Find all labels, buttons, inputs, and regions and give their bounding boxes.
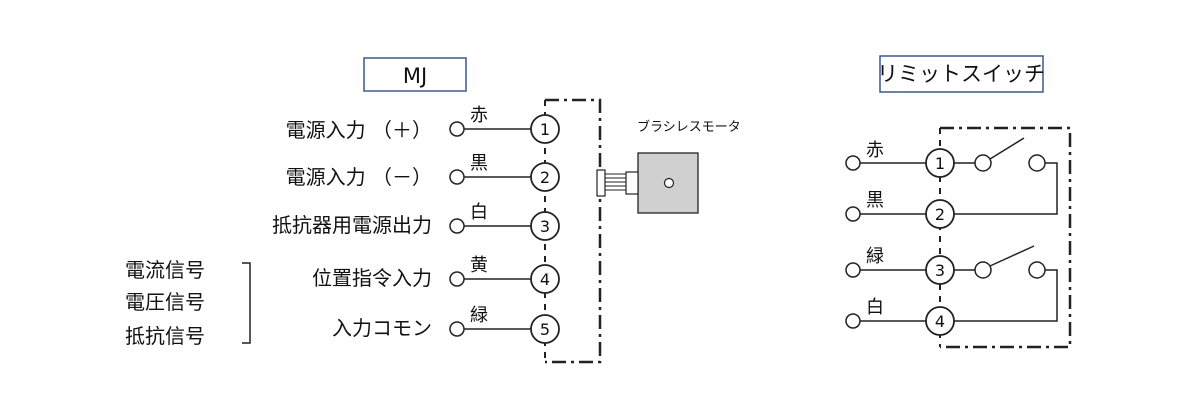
input-type-bracket — [242, 262, 251, 344]
mj-wire-color: 黒 — [470, 153, 488, 174]
mj-signal-label: 電源入力 （＋） — [286, 118, 432, 142]
motor-plug — [596, 169, 606, 197]
limit-switch-title-box — [879, 55, 1044, 93]
mj-terminal — [530, 264, 560, 294]
mj-wire-color: 黄 — [470, 255, 488, 276]
mj-terminal — [530, 162, 560, 192]
mj-terminal-number: 2 — [540, 168, 550, 187]
ls-switch-2 — [954, 245, 1058, 322]
ls-input-terminal — [845, 155, 861, 171]
ls-input-terminal — [845, 262, 861, 278]
mj-title: MJ — [403, 64, 427, 88]
mj-input-terminal — [449, 169, 465, 185]
ls-terminal — [925, 199, 955, 229]
input-type-resistance: 抵抗信号 — [125, 324, 205, 348]
motor-connector-housing — [625, 171, 639, 195]
mj-signal-label: 電源入力 （－） — [286, 165, 432, 189]
ls-terminal-number: 2 — [935, 205, 945, 224]
mj-row-3: 抵抗器用電源出力 白 3 — [272, 202, 560, 241]
ls-terminal — [925, 306, 955, 336]
mj-enclosure — [545, 98, 602, 364]
input-type-group: 電流信号 電圧信号 抵抗信号 — [125, 258, 251, 348]
mj-input-terminal — [449, 121, 465, 137]
ls-terminal-number: 4 — [935, 312, 945, 331]
input-type-voltage: 電圧信号 — [125, 290, 205, 314]
ls-row-4: 白 4 — [845, 297, 955, 336]
ls-switch-1 — [954, 137, 1058, 215]
mj-wire-color: 白 — [470, 202, 488, 223]
mj-row-5: 入力コモン 緑 5 — [332, 305, 560, 344]
ls-wire-color: 赤 — [866, 140, 884, 161]
motor-label: ブラシレスモータ — [637, 119, 741, 135]
mj-wire-color: 赤 — [470, 105, 488, 126]
input-type-current: 電流信号 — [125, 258, 205, 282]
mj-terminal-number: 5 — [540, 320, 550, 339]
mj-terminal — [530, 314, 560, 344]
mj-input-terminal — [449, 218, 465, 234]
mj-title-box — [363, 57, 467, 92]
limit-switch-title: リミットスイッチ — [877, 62, 1045, 86]
mj-row-1: 電源入力 （＋） 赤 1 — [286, 105, 560, 144]
ls-terminal-number: 1 — [935, 154, 945, 173]
ls-terminal-number: 3 — [935, 261, 945, 280]
motor-shaft — [663, 177, 675, 189]
brushless-motor — [596, 152, 699, 214]
ls-input-terminal — [845, 206, 861, 222]
mj-terminal-number: 1 — [540, 120, 550, 139]
mj-input-terminal — [449, 271, 465, 287]
ls-row-3: 緑 3 — [845, 246, 955, 285]
mj-terminal — [530, 211, 560, 241]
mj-terminal — [530, 114, 560, 144]
ls-input-terminal — [845, 313, 861, 329]
mj-terminal-number: 3 — [540, 217, 550, 236]
mj-signal-label: 入力コモン — [332, 316, 432, 340]
ls-row-1: 赤 1 — [845, 140, 955, 178]
mj-wire-color: 緑 — [470, 305, 488, 326]
mj-row-4: 位置指令入力 黄 4 — [312, 255, 560, 294]
ls-row-2: 黒 2 — [845, 190, 955, 229]
mj-row-2: 電源入力 （－） 黒 2 — [286, 153, 560, 192]
ls-wire-color: 緑 — [866, 246, 884, 267]
mj-input-terminal — [449, 321, 465, 337]
motor-cable — [605, 173, 626, 191]
limit-switch-enclosure — [940, 126, 1072, 349]
mj-terminal-number: 4 — [540, 270, 550, 289]
ls-wire-color: 白 — [866, 297, 884, 318]
mj-signal-label: 位置指令入力 — [312, 266, 432, 290]
ls-wire-color: 黒 — [866, 190, 884, 211]
mj-signal-label: 抵抗器用電源出力 — [272, 213, 432, 237]
